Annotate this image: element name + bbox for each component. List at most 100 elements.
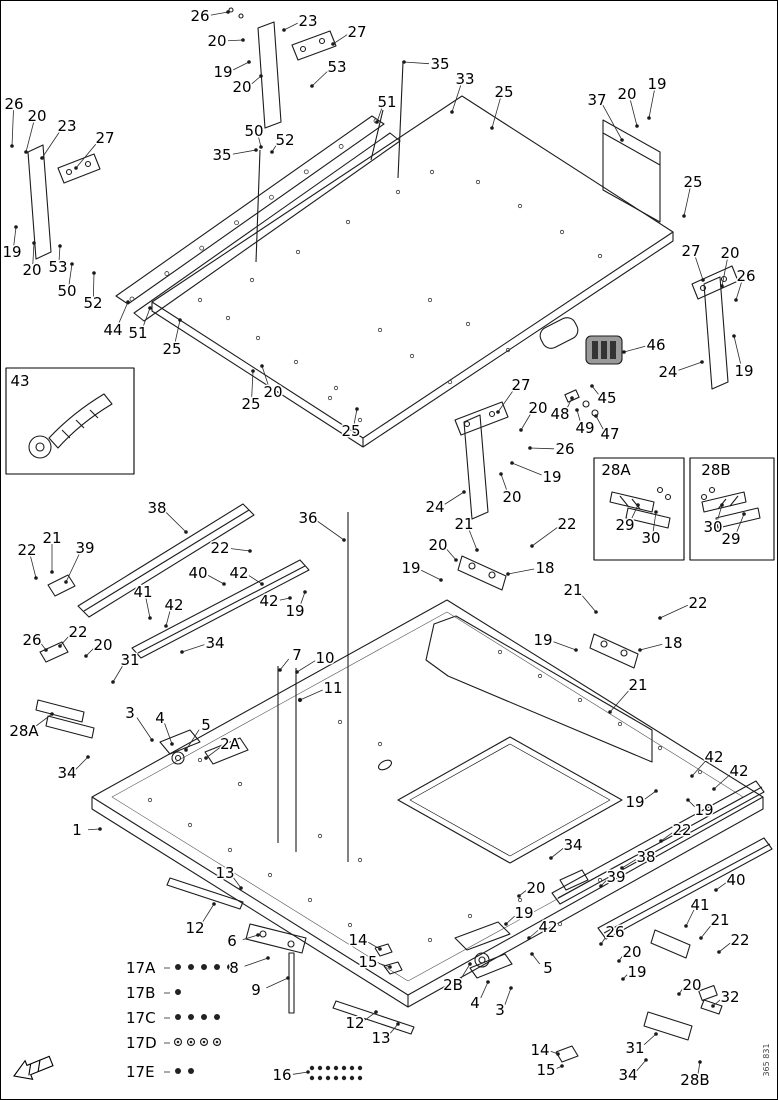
panel-hole bbox=[147, 797, 153, 803]
callout-5: 5 bbox=[201, 716, 211, 734]
callout-19: 19 bbox=[213, 63, 232, 81]
panel-hole bbox=[269, 194, 274, 200]
callout-28B: 28B bbox=[680, 1071, 709, 1089]
callout-29: 29 bbox=[721, 530, 740, 548]
leader-line bbox=[735, 513, 745, 534]
fastener-dot bbox=[98, 827, 102, 831]
leader-line bbox=[59, 635, 70, 647]
callout-19: 19 bbox=[285, 602, 304, 620]
callout-3: 3 bbox=[495, 1001, 505, 1019]
leader-line bbox=[41, 130, 61, 159]
callout-26: 26 bbox=[605, 923, 624, 941]
callout-19: 19 bbox=[694, 801, 713, 819]
fastener-dot bbox=[638, 648, 642, 652]
leader-line bbox=[444, 491, 465, 505]
fastener-dot bbox=[475, 548, 479, 552]
panel-hole bbox=[377, 741, 383, 747]
leader-line bbox=[733, 335, 742, 366]
panel-hole bbox=[303, 169, 309, 175]
callout-40: 40 bbox=[188, 564, 207, 582]
callout-13: 13 bbox=[371, 1029, 390, 1047]
leader-line bbox=[201, 903, 215, 924]
fastener-dot bbox=[717, 950, 721, 954]
callout-20: 20 bbox=[22, 261, 41, 279]
leader-line bbox=[623, 345, 646, 353]
leader-line bbox=[185, 729, 200, 751]
panel-hole bbox=[559, 229, 565, 235]
callout-52: 52 bbox=[83, 294, 102, 312]
fastener-dot bbox=[282, 28, 286, 32]
panel-hole bbox=[517, 897, 523, 903]
drawing-code: 365 831 bbox=[762, 1043, 771, 1076]
leader-line bbox=[660, 832, 673, 842]
panel-holes bbox=[129, 118, 703, 943]
fastener-dot bbox=[530, 952, 534, 956]
callout-42: 42 bbox=[229, 564, 248, 582]
fastener-dot bbox=[259, 145, 263, 149]
fastener-dot bbox=[594, 414, 598, 418]
leader-line bbox=[58, 245, 61, 262]
legend-label-17B: 17B bbox=[126, 984, 155, 1002]
leader-line bbox=[528, 929, 539, 939]
fastener-dot bbox=[180, 650, 184, 654]
bolt-icon bbox=[227, 964, 233, 970]
fastener-dot bbox=[212, 902, 216, 906]
callout-36: 36 bbox=[298, 509, 317, 527]
panel-hole bbox=[467, 913, 473, 919]
top-assembly-art bbox=[27, 7, 739, 520]
callout-34: 34 bbox=[618, 1066, 637, 1084]
leader-line bbox=[643, 1033, 657, 1045]
screw-icon bbox=[325, 1075, 331, 1081]
leader-line bbox=[230, 548, 251, 552]
leader-line bbox=[389, 1023, 399, 1035]
fastener-dot bbox=[549, 856, 553, 860]
callout-21: 21 bbox=[710, 911, 729, 929]
fastener-dot bbox=[700, 360, 704, 364]
callout-42: 42 bbox=[538, 918, 557, 936]
legend-label-17D: 17D bbox=[126, 1034, 157, 1052]
fastener-dot bbox=[510, 461, 514, 465]
fastener-dot bbox=[504, 922, 508, 926]
bolt-icon bbox=[201, 964, 207, 970]
leader-line bbox=[364, 1011, 377, 1021]
fastener-dot bbox=[654, 789, 658, 793]
callout-50: 50 bbox=[244, 122, 263, 140]
fastener-dot bbox=[14, 225, 18, 229]
panel-hole bbox=[465, 321, 471, 327]
fastener-dot bbox=[70, 262, 74, 266]
callout-6: 6 bbox=[227, 932, 237, 950]
callout-4: 4 bbox=[155, 709, 165, 727]
leader-line bbox=[602, 104, 623, 141]
callout-24: 24 bbox=[658, 363, 677, 381]
callout-28A: 28A bbox=[601, 461, 631, 479]
panel-hole bbox=[197, 297, 203, 303]
fastener-dot bbox=[10, 144, 14, 148]
fastener-dot bbox=[148, 616, 152, 620]
leader-line bbox=[659, 604, 688, 619]
callout-42: 42 bbox=[164, 596, 183, 614]
leader-line bbox=[421, 569, 442, 581]
callout-19: 19 bbox=[401, 559, 420, 577]
leader-line bbox=[694, 256, 704, 281]
callout-20: 20 bbox=[502, 488, 521, 506]
callout-25: 25 bbox=[162, 340, 181, 358]
leader-line bbox=[25, 121, 35, 153]
leader-line bbox=[33, 713, 53, 729]
screw-icon bbox=[214, 1014, 220, 1020]
panel-hole bbox=[338, 144, 344, 149]
callout-23: 23 bbox=[57, 117, 76, 135]
callout-41: 41 bbox=[690, 896, 709, 914]
callout-42: 42 bbox=[704, 748, 723, 766]
leader-line bbox=[511, 462, 542, 476]
fastener-dot bbox=[617, 959, 621, 963]
fastener-dot bbox=[270, 150, 274, 154]
bolt-icon bbox=[175, 964, 181, 970]
direction-arrow-icon bbox=[13, 1055, 54, 1080]
fastener-dot bbox=[226, 10, 230, 14]
fastener-dot bbox=[251, 369, 255, 373]
fastener-dot bbox=[388, 965, 392, 969]
panel-hole bbox=[377, 327, 383, 333]
leader-line bbox=[332, 34, 348, 45]
callout-10: 10 bbox=[315, 649, 334, 667]
fastener-dot bbox=[164, 624, 168, 628]
